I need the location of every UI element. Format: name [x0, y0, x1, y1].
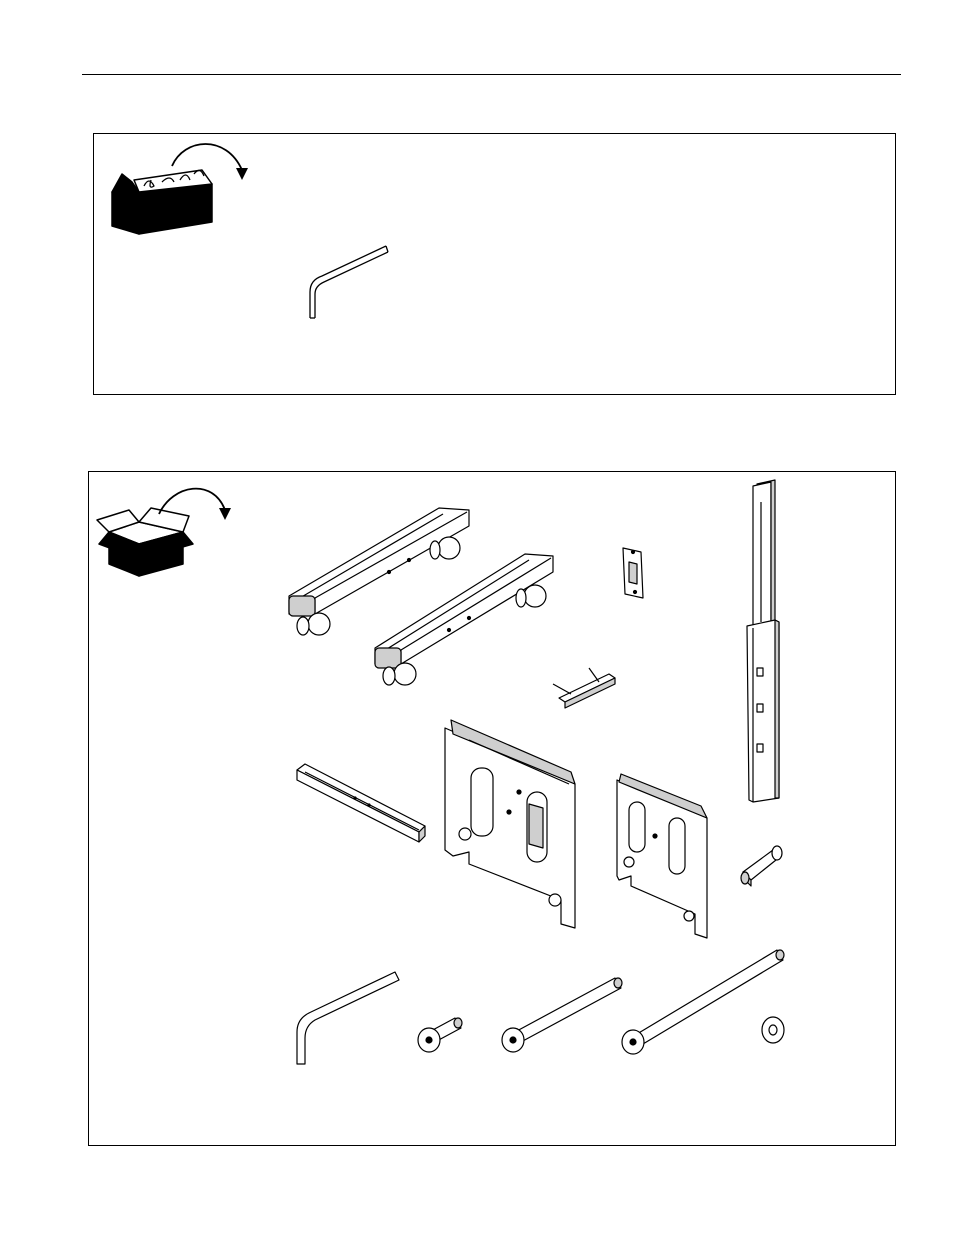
cross-brace: [297, 764, 425, 842]
parts-drawing: [89, 472, 897, 1147]
medium-bolt: [502, 978, 622, 1052]
parts-supplied-panel: [88, 471, 896, 1146]
tools-required-panel: [93, 133, 896, 395]
hex-key-small: [310, 246, 388, 318]
washer: [762, 1017, 784, 1043]
small-plate: [623, 548, 643, 598]
clip-bracket: [553, 668, 615, 708]
toolbox-icon: [112, 170, 212, 234]
column-tube: [747, 480, 779, 802]
small-interface-bracket: [617, 774, 707, 938]
hex-key-large: [297, 972, 399, 1064]
large-interface-bracket: [445, 720, 575, 928]
base-leg-with-casters: [375, 554, 553, 685]
open-box-icon: [97, 508, 193, 576]
tools-drawing: [94, 134, 897, 396]
spacer: [741, 846, 782, 886]
short-bolt: [418, 1018, 462, 1052]
header-rule: [82, 74, 901, 75]
long-bolt: [622, 950, 784, 1054]
